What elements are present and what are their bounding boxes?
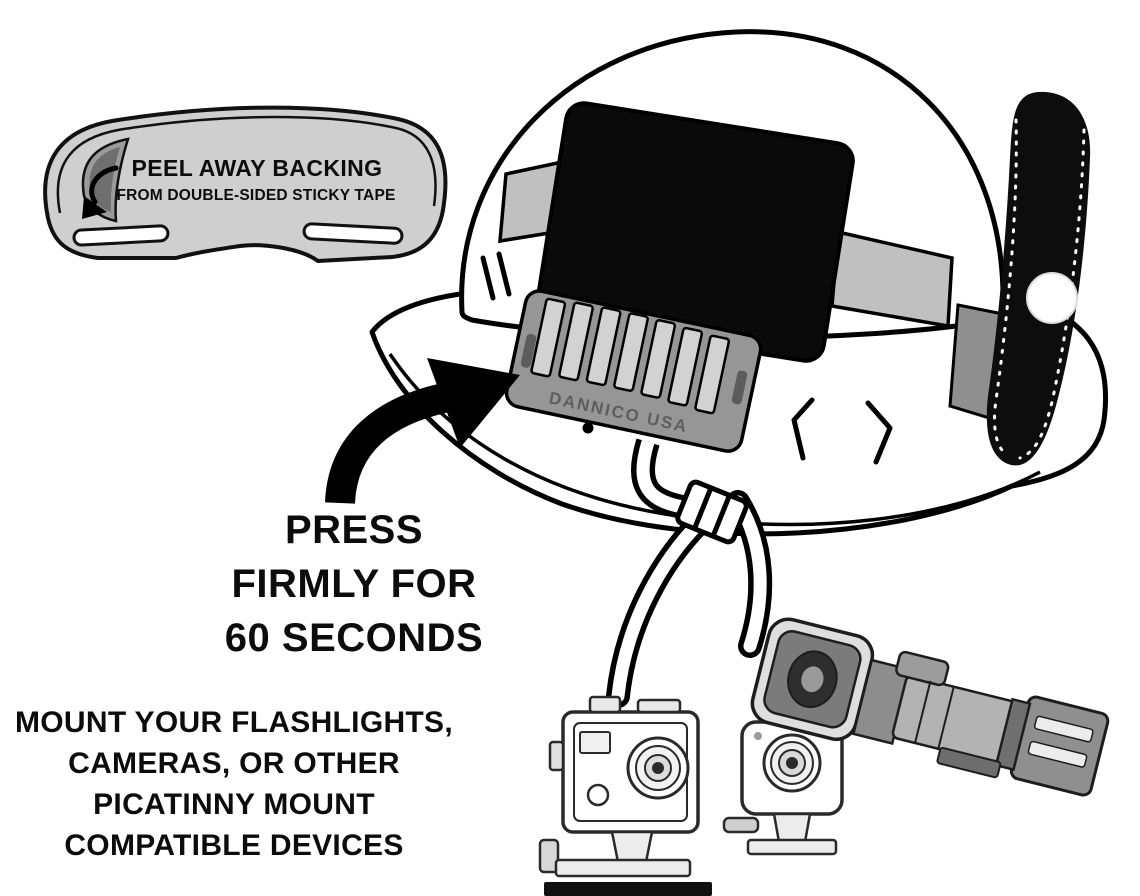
peel-arrow-curve [89,165,119,205]
pad-peel-wedge-dark [89,147,120,212]
pad-inner-line [56,115,437,214]
camera-mount-prong [610,830,654,864]
rail-end-slot-left [520,333,537,368]
adhesive-pad-diagram [43,105,448,263]
cube-camera [722,720,844,856]
strap-stitch-left [993,118,1018,458]
strap-slider [675,479,749,545]
mount-instruction: MOUNT YOUR FLASHLIGHTS, CAMERAS, OR OTHE… [14,702,454,866]
press-arrow [325,358,520,505]
cube-mount-base [746,838,838,856]
cube-camera-button [754,732,762,740]
flashlight [750,617,1110,797]
rail-end-slot-right [731,370,748,405]
press-instruction: PRESS FIRMLY FOR 60 SECONDS [178,503,530,665]
mount-line-4: COMPATIBLE DEVICES [64,829,404,862]
camera-mount-base [554,858,692,878]
picatinny-rail: DANNICO USA [504,289,763,453]
cube-thumbscrew [722,816,760,834]
camera-thumbscrew [538,838,560,874]
flashlight-switch [895,650,950,687]
press-line-1: PRESS [284,508,424,552]
mount-line-1: MOUNT YOUR FLASHLIGHTS, [14,706,453,739]
camera-front-screen [579,731,611,754]
strap-stitch-right [1018,128,1086,460]
chin-strap [606,438,773,708]
press-line-2: FIRMLY FOR [231,562,477,606]
rail-slats [530,297,731,415]
pad-outline [43,105,448,263]
goggle-strap [948,91,1091,466]
peel-instruction-line2: FROM DOUBLE-SIDED STICKY TAPE [116,187,396,204]
press-line-3: 60 SECONDS [224,616,484,660]
cube-mount-prong [772,812,812,844]
helmet-detail-marks [480,251,893,465]
camera-top-latch [636,698,682,714]
brim-dot [582,422,594,434]
camera-rail-foot [544,882,712,896]
pad-slot-right [302,222,404,245]
camera-side-button [548,740,565,772]
strap-buckle-hole [1026,272,1078,324]
pad-slot-left [72,224,170,247]
camera-top-button [588,695,622,714]
mount-line-2: CAMERAS, OR OTHER [68,747,400,780]
camera-logo-ring [586,783,610,807]
flashlight-rail-foot [936,746,1002,779]
helmet-diagram: DANNICO USA [369,29,1109,708]
mount-line-3: PICATINNY MOUNT [93,788,375,821]
peel-arrow-head [82,196,107,219]
action-camera-housing [538,695,712,896]
peel-instruction-line1: PEEL AWAY BACKING [131,155,383,181]
